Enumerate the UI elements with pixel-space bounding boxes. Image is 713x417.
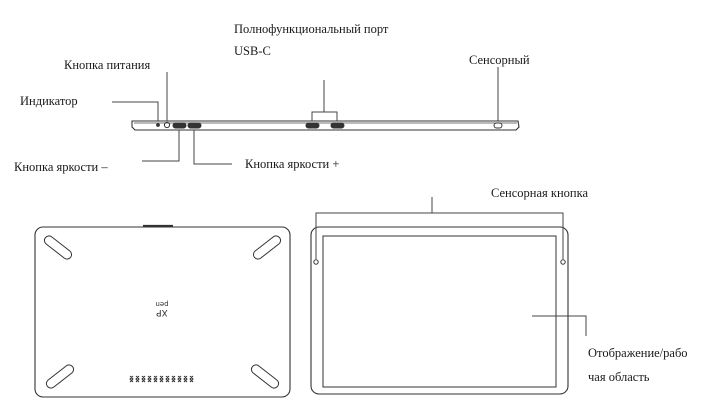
- rubber-foot-bottom-right: [250, 364, 280, 389]
- front-view: [310, 226, 569, 395]
- brightness-minus-shape: [172, 122, 187, 129]
- label-brightness-plus: Кнопка яркости +: [245, 157, 340, 171]
- touch-button-left: [313, 259, 319, 265]
- label-power-button: Кнопка питания: [64, 58, 151, 72]
- touch-sensor-shape: [493, 122, 503, 129]
- side-view: [131, 120, 520, 131]
- xp-pen-logo: XP pen: [155, 300, 168, 317]
- label-usb-c-port-line1: Полнофункциональный порт: [234, 22, 389, 36]
- back-view: [34, 224, 291, 398]
- touch-button-right: [560, 259, 566, 265]
- indicator-leader: [112, 101, 159, 121]
- side-view-body: [131, 120, 520, 131]
- label-display-area-line2: чая область: [588, 370, 650, 384]
- display-area-leader: [532, 315, 587, 336]
- front-view-body: [310, 226, 569, 395]
- label-usb-c-port-line2: USB-C: [234, 44, 271, 58]
- side-view-leaders: [112, 67, 499, 165]
- logo-line2: pen: [155, 300, 168, 308]
- brightness-minus-leader: [142, 130, 180, 162]
- label-brightness-minus: Кнопка яркости –: [14, 160, 108, 174]
- usb-c-leader: [311, 111, 338, 121]
- usb-c-port-2: [330, 122, 345, 129]
- rubber-foot-top-right: [252, 235, 282, 260]
- indicator-light: [156, 123, 160, 127]
- rubber-foot-bottom-left: [45, 364, 75, 389]
- brightness-plus-shape: [187, 122, 202, 129]
- label-indicator: Индикатор: [20, 94, 78, 108]
- logo-line1: XP: [156, 307, 168, 317]
- brightness-plus-leader: [193, 130, 232, 165]
- vent-pattern: [129, 375, 194, 383]
- label-display-area-line1: Отображение/рабо: [588, 346, 688, 360]
- touch-button-leader: [315, 212, 564, 259]
- label-touch-sensor: Сенсорный: [469, 53, 530, 67]
- label-touch-button: Сенсорная кнопка: [491, 186, 589, 200]
- usb-c-port-1: [305, 122, 320, 129]
- power-button-shape: [163, 121, 171, 129]
- display-area: [322, 235, 557, 388]
- front-view-leaders: [315, 197, 587, 336]
- rubber-foot-top-left: [43, 235, 73, 260]
